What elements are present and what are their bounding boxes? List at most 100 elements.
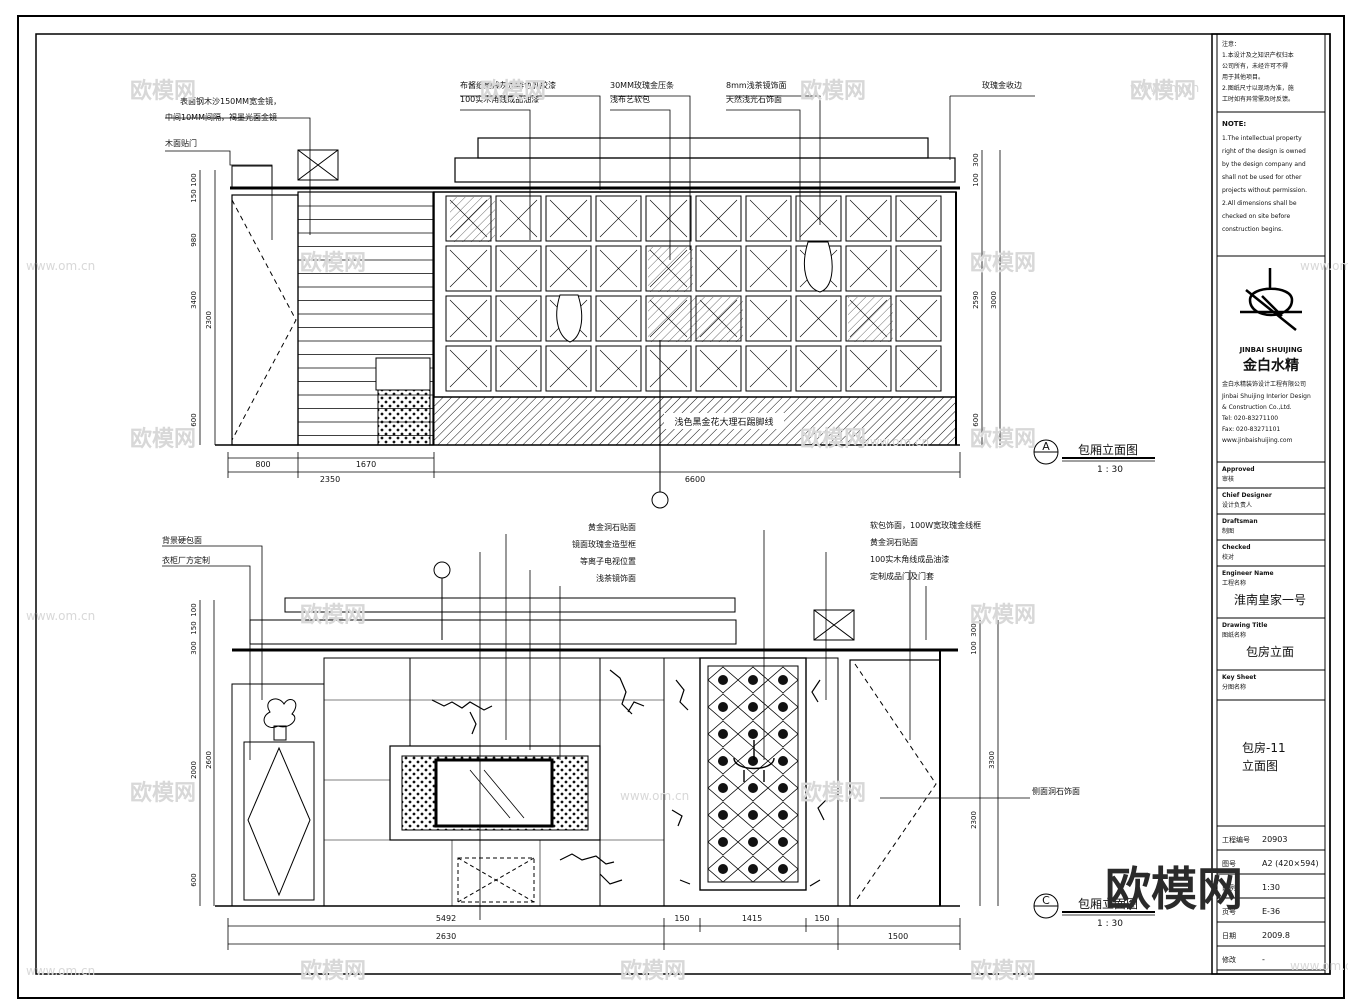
tb-meta-value-3: E-36 [1262,907,1280,916]
door-a [231,194,299,446]
tb-meta-label-0: 工程编号 [1222,835,1250,844]
tb-meta-label-2: 比例 [1222,883,1236,892]
c-dim-bottom-3: 1415 [742,914,762,923]
tb-row-label-cn-1: 设计负责人 [1222,501,1252,509]
marker-a-letter: A [1042,440,1050,453]
tb-sheet-name-1: 立面图 [1242,758,1278,773]
tb-row-label-en-5: Drawing Title [1222,622,1267,629]
inner-frame [35,33,1331,975]
c-dim-left-5: 600 [190,873,198,886]
watermark-cn-11: 欧模网 [130,780,196,806]
soft-pack-panel [699,657,807,891]
c-dim-bottom-1: 2630 [436,932,456,941]
tb-company-en-0: Jinbai Shuijing Interior Design [1221,393,1311,400]
c-dim-left-0: 100 [190,603,198,616]
watermark-big: 欧模网 [1105,862,1243,916]
tb-row-label-en-4: Engineer Name [1222,570,1274,577]
c-dim-left-1: 150 [190,621,198,634]
c-dim-right-1: 100 [970,641,978,654]
ac-vent-c [813,609,855,641]
watermark-cn-13: 欧模网 [300,958,366,984]
c-dim-bottom-2: 150 [674,914,689,923]
tb-meta-value-2: 1:30 [1262,883,1280,892]
tb-meta-value-5: - [1262,955,1265,964]
tb-note-cn-0: 注意： [1222,40,1240,48]
a-dim-right-2: 2590 [972,291,980,309]
a-dim-left-4: 3400 [190,291,198,309]
c-dim-bottom-0: 5492 [436,914,456,923]
watermark-url-6: www.om.cn [26,964,95,978]
c-dim-bottom-5: 1500 [888,932,908,941]
tb-row-label-en-3: Checked [1222,544,1251,551]
watermark-cn-3: 欧模网 [1130,78,1196,104]
tb-row-label-en-2: Draftsman [1222,518,1258,525]
watermark-url-1: www.om.cn [26,259,95,273]
tb-row-label-cn-3: 校对 [1222,553,1234,561]
tb-company-cn: 金白水精装饰设计工程有限公司 [1222,380,1306,388]
a-dim-right-1: 100 [972,173,980,186]
a-note-right-0: 8mm浅茶镜饰面 [726,80,787,90]
tb-note-en-2: by the design company and [1222,161,1306,168]
tb-note-cn-5: 工时如有异常需及时反馈。 [1222,95,1294,103]
c-note-left-1: 衣柜厂方定制 [162,555,210,565]
watermark-url-5: www.om.cn [620,789,689,803]
tb-row-label-cn-5: 图纸名称 [1222,631,1246,639]
tb-row-label-en-6: Key Sheet [1222,674,1256,681]
c-dim-left-4: 2000 [190,761,198,779]
grid-wall-a [433,191,957,398]
tb-row-label-en-1: Chief Designer [1222,492,1272,499]
tb-row-label-cn-0: 审核 [1222,475,1234,483]
c-dim-right-2: 3300 [988,751,996,769]
watermark-cn-4: 欧模网 [300,250,366,276]
c-note-right-2: 100实木角线成品油漆 [870,554,949,564]
tb-row-value-4: 淮南皇家一号 [1234,592,1306,607]
tb-row-label-en-0: Approved [1222,466,1255,473]
watermark-url-4: www.om.cn [26,609,95,623]
watermark-cn-7: 欧模网 [800,426,866,452]
a-note-mid-0: 30MM玫瑰金压条 [610,80,674,90]
marker-c-letter: C [1042,894,1050,907]
tb-meta-label-4: 日期 [1222,932,1236,940]
a-note-left-2-0: 木面贴门 [165,138,197,148]
c-dim-right-0: 300 [970,623,978,636]
tb-note-en-1: right of the design is owned [1222,148,1306,155]
a-note-mid-1: 浅布艺软包 [610,94,650,104]
tb-row-label-cn-6: 分图名称 [1222,683,1246,691]
a-dim-left-0: 100 [190,173,198,186]
watermark-url-7: www.om.cn [1290,959,1348,973]
a-dim-right-3: 3000 [990,291,998,309]
tb-company-en-4: www.jinbaishuijing.com [1222,437,1293,444]
skirting-label-a: 浅色黑金花大理石踢脚线 [674,416,773,428]
a-dim-right-0: 300 [972,153,980,166]
watermark-url-0: www.om.cn [1130,81,1199,95]
tb-note-cn-2: 公司所有，未经许可不得 [1222,62,1288,70]
a-note-left-1-0: 中间10MM间隔，褐墨光面金镜 [165,112,277,122]
tb-note-cn-4: 2.图纸尺寸以现场为准，施 [1222,84,1294,92]
side-cabinet-top [375,357,431,391]
watermark-cn-12: 欧模网 [800,780,866,806]
ac-vent [297,149,339,181]
watermark-cn-15: 欧模网 [970,958,1036,984]
c-note-center-3: 浅茶镜饰面 [596,573,636,583]
elevation-c-title: 包厢立面图 [1078,896,1138,911]
tb-row-value-5: 包房立面 [1246,644,1294,659]
c-note-center-1: 镜面玫瑰金造型框 [572,539,636,549]
a-note-left-0-0: 表面钢木沙150MM宽金镜， [180,96,281,106]
elevation-a: 浅色黑金花大理石踢脚线 [215,137,960,509]
wardrobe [231,683,325,907]
tb-note-en-7: construction begins. [1222,226,1283,233]
c-note-right-3: 定制成品门及门套 [870,571,934,581]
watermark-cn-9: 欧模网 [300,602,366,628]
a-dim-left-3: 2300 [205,311,213,329]
a-note-right-1: 天然浅光石饰面 [726,94,782,104]
watermark-cn-1: 欧模网 [480,78,546,104]
c-side-note-0: 侧面洞石饰面 [1032,786,1080,796]
elevation-c-scale: 1 : 30 [1097,919,1123,929]
tv-screen [434,758,554,828]
elevation-c [215,561,960,907]
watermark-url-2: www.om.cn [1300,259,1348,273]
tb-note-en-5: 2.All dimensions shall be [1222,200,1297,207]
tb-row-label-cn-2: 制图 [1222,527,1234,535]
